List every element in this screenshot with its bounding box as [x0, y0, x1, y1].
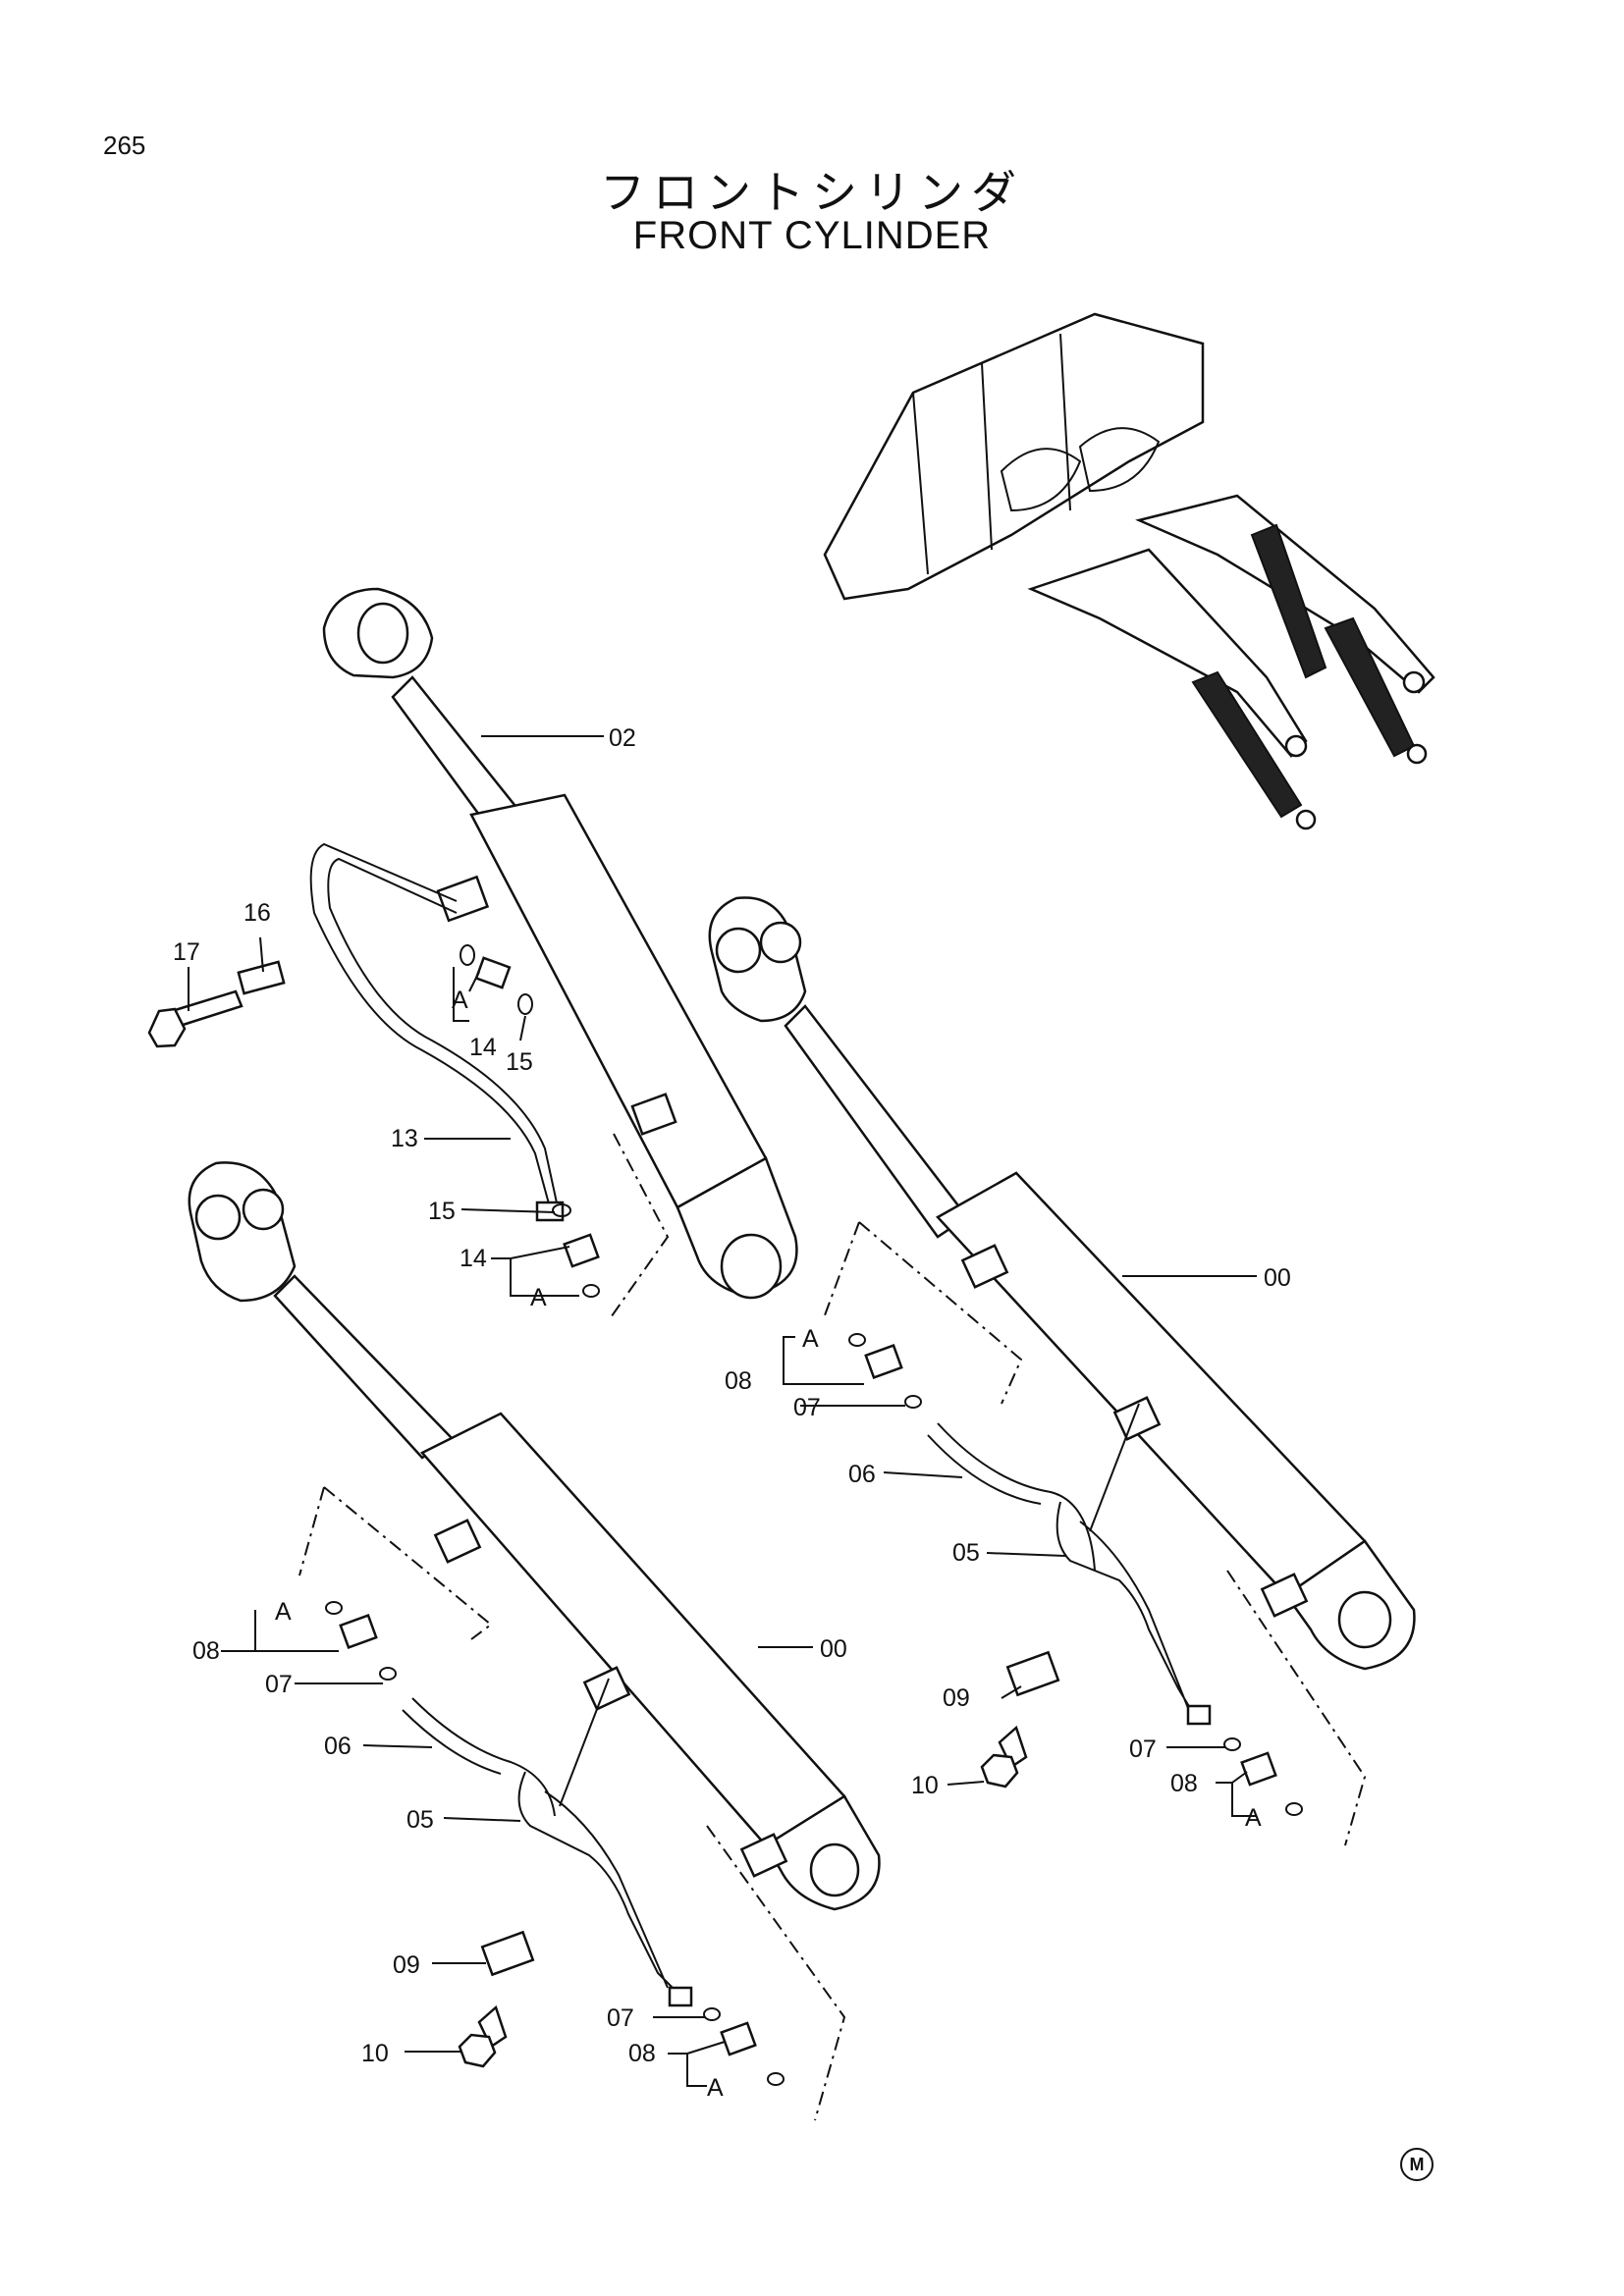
- callout-10: 10: [911, 1772, 939, 1799]
- o-ring: [582, 1284, 600, 1298]
- callout-02: 02: [609, 724, 636, 752]
- o-ring: [517, 993, 533, 1015]
- cylinder-00-left: [188, 1161, 881, 1911]
- callout-a: A: [802, 1325, 819, 1353]
- o-ring: [904, 1395, 922, 1409]
- o-ring: [1285, 1802, 1303, 1816]
- callout-00: 00: [820, 1635, 847, 1663]
- title-english: FRONT CYLINDER: [632, 214, 992, 257]
- manufacturer-mark: M: [1400, 2148, 1434, 2181]
- adapter: [720, 2021, 757, 2056]
- bolt-10-right-head: [980, 1753, 1019, 1789]
- dash-line: [608, 1133, 670, 1321]
- callout-06: 06: [848, 1461, 876, 1488]
- callout-09: 09: [943, 1684, 970, 1712]
- callout-09: 09: [393, 1951, 420, 1979]
- callout-14: 14: [469, 1034, 497, 1061]
- o-ring: [325, 1601, 343, 1615]
- nut: [1186, 1704, 1212, 1726]
- adapter: [474, 956, 512, 989]
- callout-08: 08: [1170, 1770, 1198, 1797]
- title-japanese: フロントシリンダ: [600, 166, 1024, 219]
- callout-06: 06: [324, 1733, 352, 1760]
- o-ring: [703, 2007, 721, 2021]
- cylinder-02: [322, 587, 798, 1300]
- bolt-10-left-head: [458, 2033, 497, 2068]
- pipe-06-left: [402, 1697, 556, 1817]
- callout-16: 16: [244, 899, 271, 927]
- pipe-13: [309, 842, 559, 1208]
- nut: [668, 1986, 693, 2007]
- bolt-17-head: [147, 1007, 187, 1048]
- callout-07: 07: [265, 1671, 293, 1698]
- cylinder-00-right: [708, 896, 1416, 1671]
- o-ring: [1223, 1737, 1241, 1751]
- callout-08: 08: [192, 1637, 220, 1665]
- callout-17: 17: [173, 938, 200, 966]
- callout-07: 07: [607, 2004, 634, 2032]
- o-ring: [460, 944, 475, 966]
- callout-14: 14: [460, 1245, 487, 1272]
- pipe-05-left: [517, 1678, 678, 1994]
- clamp-09-left: [480, 1930, 535, 1977]
- dash-line: [298, 1486, 846, 2121]
- clamp-16: [237, 960, 286, 995]
- callout-a: A: [275, 1598, 292, 1626]
- o-ring: [379, 1667, 397, 1681]
- o-ring: [552, 1203, 571, 1217]
- adapter: [864, 1343, 903, 1380]
- callout-13: 13: [391, 1125, 418, 1152]
- page-number: 265: [103, 131, 146, 160]
- dash-line: [824, 1221, 1367, 1846]
- clamp-09-right: [1005, 1650, 1060, 1697]
- leader-lines: [188, 735, 1257, 2087]
- callout-a: A: [707, 2074, 724, 2102]
- callout-10: 10: [361, 2040, 389, 2067]
- callout-08: 08: [725, 1367, 752, 1395]
- o-ring: [848, 1333, 866, 1347]
- callout-a: A: [452, 987, 468, 1014]
- adapter: [1240, 1751, 1277, 1787]
- callout-00: 00: [1264, 1264, 1291, 1292]
- loader-overview-illustration: [823, 312, 1435, 830]
- callout-05: 05: [952, 1539, 980, 1567]
- callout-15: 15: [506, 1048, 533, 1076]
- callout-a: A: [1245, 1804, 1262, 1832]
- callout-07: 07: [793, 1394, 821, 1421]
- adapter: [339, 1613, 378, 1650]
- callout-07: 07: [1129, 1735, 1157, 1763]
- callout-15: 15: [428, 1198, 456, 1225]
- adapter: [563, 1233, 600, 1268]
- pipe-06-right: [927, 1422, 1096, 1572]
- callout-a: A: [530, 1284, 547, 1311]
- callout-05: 05: [406, 1806, 434, 1834]
- callout-08: 08: [628, 2040, 656, 2067]
- o-ring: [767, 2072, 785, 2086]
- pipe-05-right: [1056, 1403, 1194, 1714]
